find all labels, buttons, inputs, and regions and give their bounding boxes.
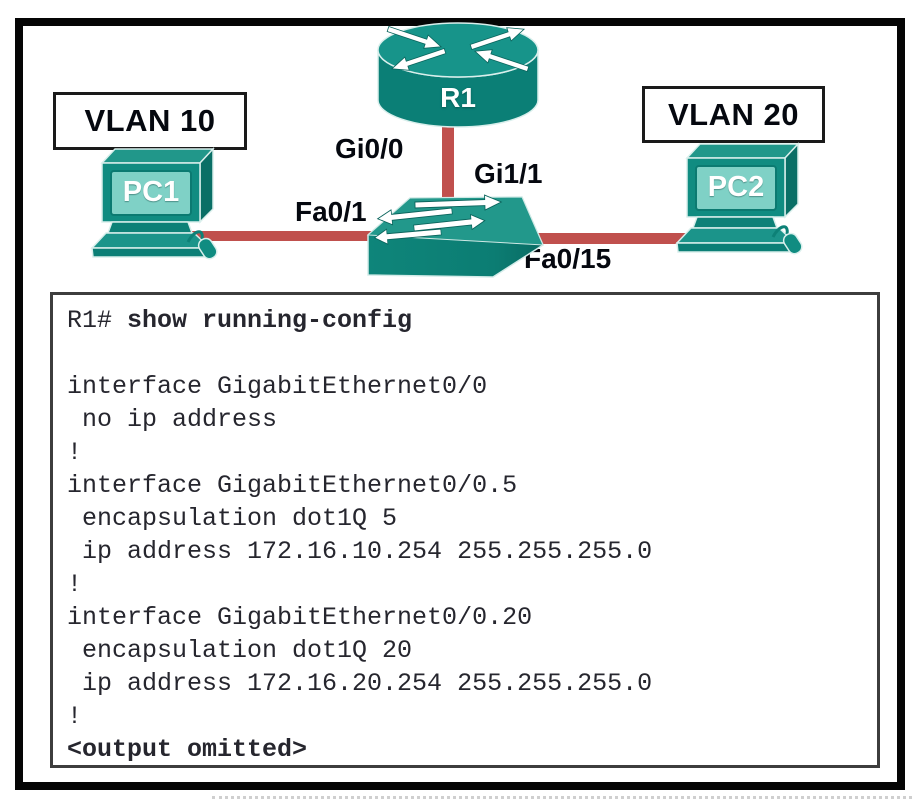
pc2-monitor-top	[685, 143, 800, 159]
cli-output-omitted: <output omitted>	[67, 735, 308, 764]
router-icon	[377, 21, 539, 128]
cli-line: ip address 172.16.20.254 255.255.255.0	[67, 669, 653, 698]
pc2-mouse-cable	[771, 225, 789, 238]
cli-line: !	[67, 702, 83, 731]
pc1-name: PC1	[122, 176, 180, 208]
interface-label-gi1-1: Gi1/1	[474, 158, 543, 189]
pc1-mouse-cable	[186, 230, 204, 243]
pc2-screen	[695, 165, 777, 211]
pc1-stand	[106, 221, 194, 234]
cli-line: interface GigabitEthernet0/0.20	[67, 603, 533, 632]
router-name: R1	[440, 82, 476, 113]
pc2-icon	[675, 142, 803, 255]
cli-line: !	[67, 570, 83, 599]
vlan20-label: VLAN 20	[668, 96, 799, 132]
pc1-monitor-side	[199, 147, 214, 224]
cable-router-switch	[442, 118, 454, 204]
cli-line: encapsulation dot1Q 5	[67, 504, 398, 533]
cli-command-line: R1# show running-config	[67, 304, 877, 337]
pc2-mouse-icon	[782, 232, 803, 255]
vlan10-label: VLAN 10	[84, 103, 216, 138]
pc1-base	[91, 247, 211, 258]
pc1-icon	[90, 147, 218, 260]
bottom-dotted-artifact	[212, 796, 912, 799]
cli-output-panel: R1# show running-config interface Gigabi…	[50, 292, 880, 768]
cable-switch-pc1	[182, 231, 410, 241]
interface-label-gi0-0: Gi0/0	[335, 133, 404, 164]
pc1-monitor-top	[100, 148, 215, 164]
cli-line	[67, 337, 877, 370]
cli-line: !	[67, 438, 83, 467]
cli-line: interface GigabitEthernet0/0	[67, 372, 488, 401]
cli-line: interface GigabitEthernet0/0.5	[67, 471, 518, 500]
pc2-name: PC2	[707, 171, 765, 203]
cli-command: show running-config	[127, 306, 413, 335]
pc2-monitor-side	[784, 142, 799, 219]
pc2-stand	[691, 216, 779, 229]
cli-prompt: R1#	[67, 306, 128, 335]
cli-line: encapsulation dot1Q 20	[67, 636, 413, 665]
vlan10-label-box: VLAN 10	[53, 92, 247, 150]
pc2-base	[676, 242, 796, 253]
interface-label-fa0-1: Fa0/1	[295, 196, 367, 227]
pc1-screen	[110, 170, 192, 216]
pc1-mouse-icon	[197, 237, 218, 260]
cable-switch-pc2	[526, 233, 696, 244]
vlan20-label-box: VLAN 20	[642, 86, 825, 143]
cli-line: no ip address	[67, 405, 278, 434]
switch-icon	[366, 193, 544, 278]
cli-line: ip address 172.16.10.254 255.255.255.0	[67, 537, 653, 566]
